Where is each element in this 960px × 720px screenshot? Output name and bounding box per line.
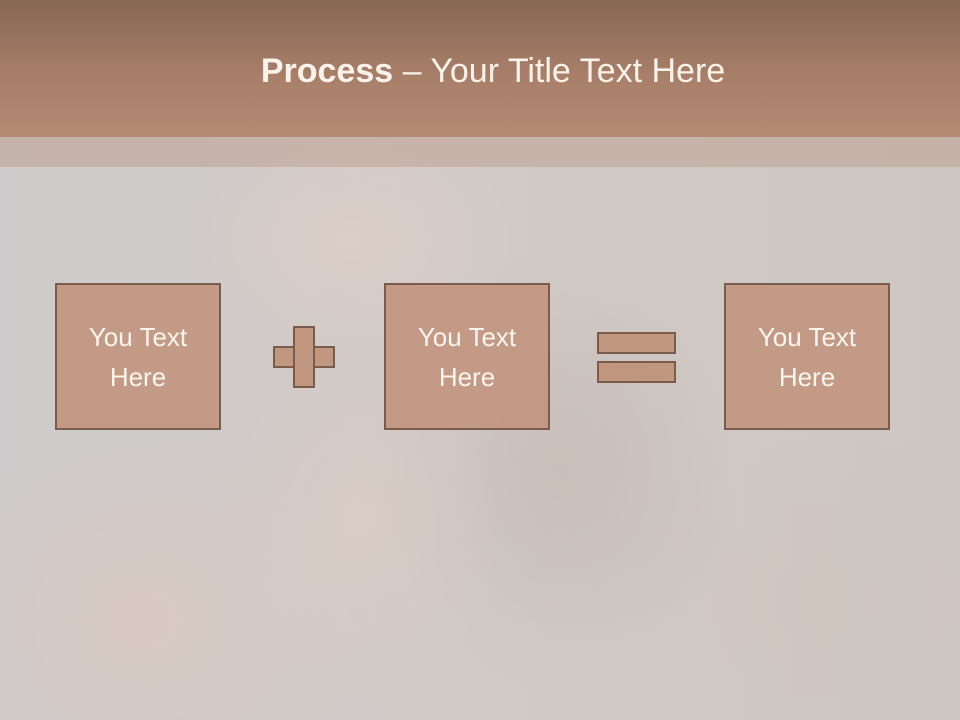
header-bar [0,0,960,137]
process-box-line2: Here [438,361,496,392]
process-box-line1: You Text [417,321,517,352]
title-rest: – Your Title Text Here [393,52,726,90]
process-box-text: You Text Here [737,317,877,397]
plus-icon-center [295,348,313,366]
header-band [0,137,960,167]
process-box-line2: Here [778,361,836,392]
process-box-line2: Here [109,361,167,392]
equals-icon-top-bar [597,332,676,354]
slide-title: Process – Your Title Text Here [0,52,960,91]
title-bold: Process [260,52,394,90]
process-box-2: You Text Here [384,283,550,430]
process-box-3: You Text Here [724,283,890,430]
process-box-text: You Text Here [68,317,208,397]
equals-icon-bottom-bar [597,361,676,383]
process-box-text: You Text Here [397,317,537,397]
process-box-line1: You Text [88,321,188,352]
process-box-line1: You Text [757,321,857,352]
process-box-1: You Text Here [55,283,221,430]
